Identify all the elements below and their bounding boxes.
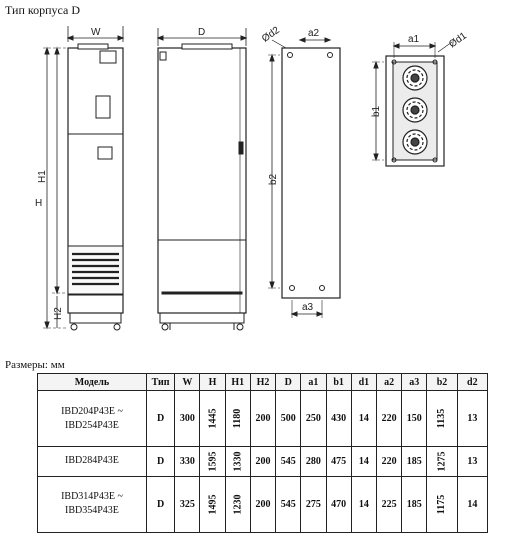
d1-cell: 14 <box>350 389 377 448</box>
model-cell: IBD314P43E ~ IBD354P43E <box>37 475 147 534</box>
b2-value: 1135 <box>436 408 448 429</box>
model-name-line1: IBD314P43E ~ <box>61 491 123 503</box>
b2-cell: 1275 <box>426 446 458 477</box>
dim-d1-label: Ød1 <box>447 30 469 50</box>
h-cell: 1445 <box>199 389 226 448</box>
type-cell: D <box>145 475 176 534</box>
a2-cell: 225 <box>375 475 403 534</box>
h-value: 1445 <box>207 408 219 429</box>
h1-cell: 1180 <box>224 389 251 448</box>
a1-cell: 250 <box>300 389 327 448</box>
front-view: W H H1 H2 <box>35 26 125 331</box>
type-cell: D <box>145 389 176 448</box>
h1-value: 1230 <box>232 494 244 515</box>
b2-value: 1175 <box>436 494 448 515</box>
enclosure-drawing: W H H1 H2 <box>0 18 526 348</box>
mounting-view: a2 Ød2 b2 a3 <box>260 25 341 318</box>
w-cell: 300 <box>174 389 201 448</box>
model-name-line1: IBD284P43E <box>65 455 119 467</box>
b2-value: 1275 <box>436 451 448 472</box>
b2-cell: 1135 <box>426 389 458 448</box>
w-cell: 330 <box>174 446 201 477</box>
a1-cell: 280 <box>300 446 327 477</box>
dim-h2-label: H2 <box>53 307 64 320</box>
h1-cell: 1330 <box>224 446 251 477</box>
side-view: D <box>156 27 248 331</box>
b1-cell: 430 <box>325 389 352 448</box>
header-cell: b1 <box>325 373 352 391</box>
dim-h-label: H <box>35 198 42 209</box>
dim-b2-label: b2 <box>268 173 279 185</box>
a1-cell: 275 <box>300 475 327 534</box>
h2-cell: 200 <box>249 389 277 448</box>
dim-d2-label: Ød2 <box>260 25 282 45</box>
d2-cell: 13 <box>456 446 489 477</box>
header-cell: b2 <box>426 373 458 391</box>
model-name-line2: IBD254P43E <box>65 419 119 431</box>
d-cell: 545 <box>275 475 302 534</box>
d-cell: 545 <box>275 446 302 477</box>
d2-cell: 13 <box>456 389 489 448</box>
b1-cell: 470 <box>325 475 352 534</box>
d-cell: 500 <box>275 389 302 448</box>
table-row: IBD284P43E D 330 1595 1330 200 545 280 4… <box>37 446 489 477</box>
a3-cell: 185 <box>401 446 428 477</box>
header-cell: Модель <box>37 373 147 391</box>
h-cell: 1595 <box>199 446 226 477</box>
b1-cell: 475 <box>325 446 352 477</box>
header-cell: H2 <box>249 373 277 391</box>
header-cell: a2 <box>375 373 403 391</box>
model-name-line2: IBD354P43E <box>65 505 119 517</box>
header-cell: d1 <box>350 373 377 391</box>
dim-w-label: W <box>91 27 101 38</box>
header-cell: H1 <box>224 373 251 391</box>
dim-d-label: D <box>198 27 205 38</box>
h2-cell: 200 <box>249 446 277 477</box>
dim-a2-label: a2 <box>308 28 320 39</box>
dimensions-table: Модель Тип W H H1 H2 D a1 b1 d1 a2 a3 b2… <box>37 373 489 534</box>
d1-cell: 14 <box>350 446 377 477</box>
header-cell: D <box>275 373 302 391</box>
h1-cell: 1230 <box>224 475 251 534</box>
header-cell: H <box>199 373 226 391</box>
h-value: 1595 <box>207 451 219 472</box>
a2-cell: 220 <box>375 446 403 477</box>
header-cell: d2 <box>456 373 489 391</box>
d2-cell: 14 <box>456 475 489 534</box>
h2-cell: 200 <box>249 475 277 534</box>
model-cell: IBD284P43E <box>37 446 147 477</box>
a3-cell: 185 <box>401 475 428 534</box>
dim-h1-label: H1 <box>37 170 48 183</box>
dim-b1-label: b1 <box>371 105 382 117</box>
b2-cell: 1175 <box>426 475 458 534</box>
model-name-line1: IBD204P43E ~ <box>61 405 123 417</box>
a3-cell: 150 <box>401 389 428 448</box>
table-header-row: Модель Тип W H H1 H2 D a1 b1 d1 a2 a3 b2… <box>37 373 489 391</box>
model-cell: IBD204P43E ~ IBD254P43E <box>37 389 147 448</box>
dim-a3-label: a3 <box>302 302 314 313</box>
header-cell: a3 <box>401 373 428 391</box>
w-cell: 325 <box>174 475 201 534</box>
header-cell: Тип <box>145 373 176 391</box>
header-cell: a1 <box>300 373 327 391</box>
dim-a1-label: a1 <box>408 34 420 45</box>
h1-value: 1180 <box>232 408 244 429</box>
h-value: 1495 <box>207 494 219 515</box>
h-cell: 1495 <box>199 475 226 534</box>
page-title: Тип корпуса D <box>5 3 80 17</box>
top-view: a1 Ød1 b1 <box>371 30 469 167</box>
type-cell: D <box>145 446 176 477</box>
a2-cell: 220 <box>375 389 403 448</box>
table-row: IBD204P43E ~ IBD254P43E D 300 1445 1180 … <box>37 389 489 448</box>
d1-cell: 14 <box>350 475 377 534</box>
table-row: IBD314P43E ~ IBD354P43E D 325 1495 1230 … <box>37 475 489 534</box>
header-cell: W <box>174 373 201 391</box>
h1-value: 1330 <box>232 451 244 472</box>
sizes-caption: Размеры: мм <box>5 359 65 371</box>
